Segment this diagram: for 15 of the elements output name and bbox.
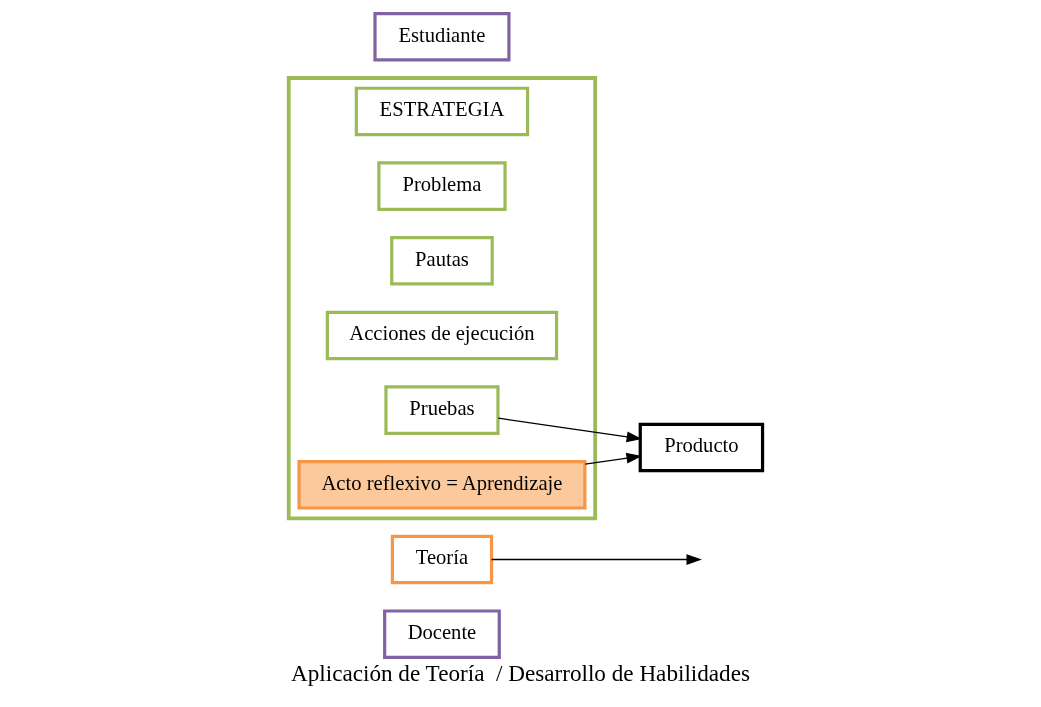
node-box: Problema	[377, 161, 507, 211]
node-box: ESTRATEGIA	[354, 86, 530, 137]
arrow	[584, 452, 642, 465]
node-box: Acto reflexivo = Aprendizaje	[297, 460, 587, 510]
node-box: Acciones de ejecución	[325, 310, 559, 361]
node-box: Pautas	[390, 236, 494, 286]
node-box: Producto	[638, 422, 765, 473]
arrow	[497, 417, 643, 443]
node-box: Docente	[383, 609, 501, 659]
node-box: Teoría	[390, 534, 494, 585]
cluster	[286, 76, 598, 521]
caption: Aplicación de Teoría / Desarrollo de Habilidades	[291, 660, 750, 687]
node-box: Estudiante	[373, 11, 511, 62]
node-box: Pruebas	[384, 385, 500, 435]
arrow	[490, 554, 702, 565]
